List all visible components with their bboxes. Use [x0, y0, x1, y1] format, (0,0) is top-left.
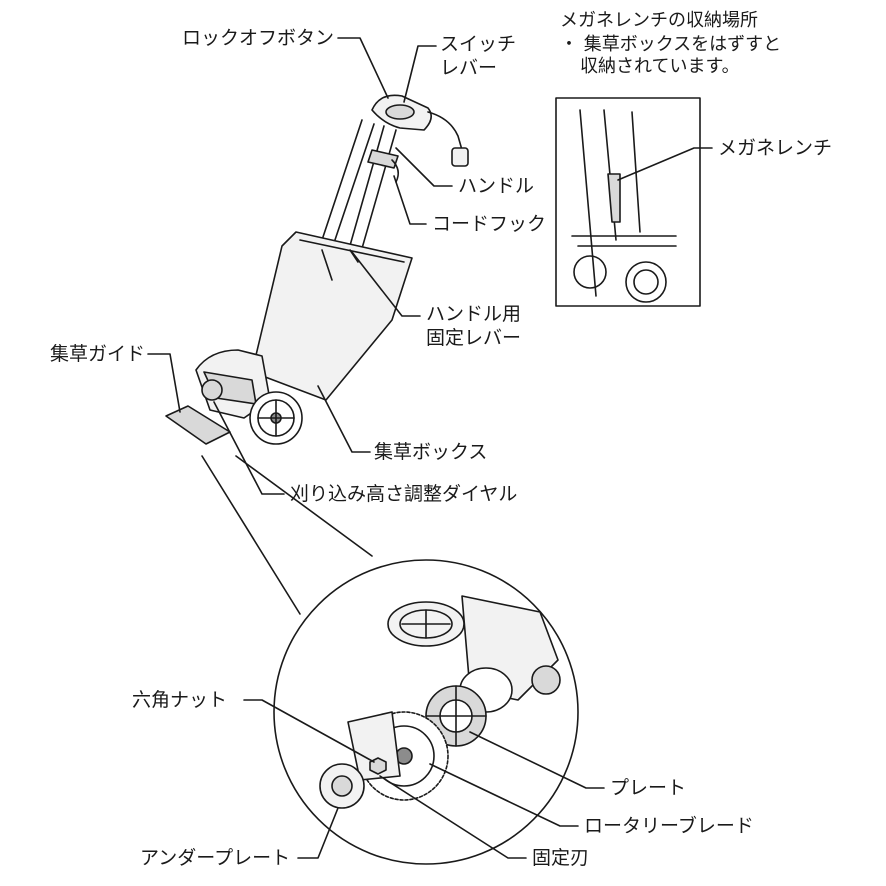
height-dial-part: [201, 379, 223, 401]
inset-note-1: ・ 集草ボックスをはずすと: [560, 34, 782, 55]
label-height-dial: 刈り込み高さ調整ダイヤル: [290, 483, 518, 505]
label-fixed-blade: 固定刃: [532, 847, 590, 869]
label-plate: プレート: [610, 777, 687, 799]
leader-plate: [469, 731, 605, 789]
inset-title: メガネレンチの収納場所: [560, 10, 758, 31]
fixed-blade-part: [347, 711, 401, 781]
leader-wrench: [617, 147, 713, 181]
leader-height-dial: [213, 401, 285, 495]
switch-lever: [385, 104, 415, 120]
label-handle-lock-2: 固定レバー: [426, 327, 522, 349]
leader-grass-box: [317, 385, 371, 453]
cord-hook-part: [391, 159, 400, 183]
label-lock-off-button: ロックオフボタン: [182, 27, 335, 49]
label-grass-guide: 集草ガイド: [50, 343, 146, 365]
label-grass-box: 集草ボックス: [374, 441, 488, 463]
leader-rotary-blade: [429, 763, 579, 827]
label-wrench: メガネレンチ: [718, 137, 833, 159]
label-hex-nut: 六角ナット: [132, 689, 228, 711]
inset-wheel: [625, 261, 667, 303]
label-rotary-blade: ロータリーブレード: [584, 815, 754, 837]
cord-plug: [451, 147, 469, 167]
leader-under-plate: [297, 807, 339, 859]
leader-switch: [403, 45, 437, 103]
label-switch-lever-1: スイッチ: [440, 33, 517, 55]
power-cord: [427, 111, 463, 151]
leader-lock-off: [337, 37, 389, 99]
label-cord-hook: コードフック: [432, 213, 547, 235]
grass-box-shape: [251, 231, 413, 401]
leader-hex-nut: [243, 699, 375, 763]
leader-grass-guide: [147, 353, 181, 413]
zoom-cone: [201, 455, 373, 615]
leader-fixed-blade: [379, 775, 527, 859]
leader-cord-hook: [393, 175, 427, 225]
label-handle-lock-1: ハンドル用: [426, 303, 522, 325]
leader-handle: [395, 147, 453, 187]
label-switch-lever-2: レバー: [440, 57, 498, 79]
label-under-plate: アンダープレート: [140, 847, 291, 869]
inset-note-2: 収納されています。: [580, 56, 740, 77]
label-handle: ハンドル: [458, 175, 535, 197]
leader-handle-lock: [351, 251, 421, 317]
knob: [531, 665, 561, 695]
wrench-storage-inset: [555, 97, 701, 307]
grass-box-rim: [299, 239, 405, 263]
inset-wrench: [607, 173, 621, 223]
handle-bracket: [367, 149, 399, 169]
